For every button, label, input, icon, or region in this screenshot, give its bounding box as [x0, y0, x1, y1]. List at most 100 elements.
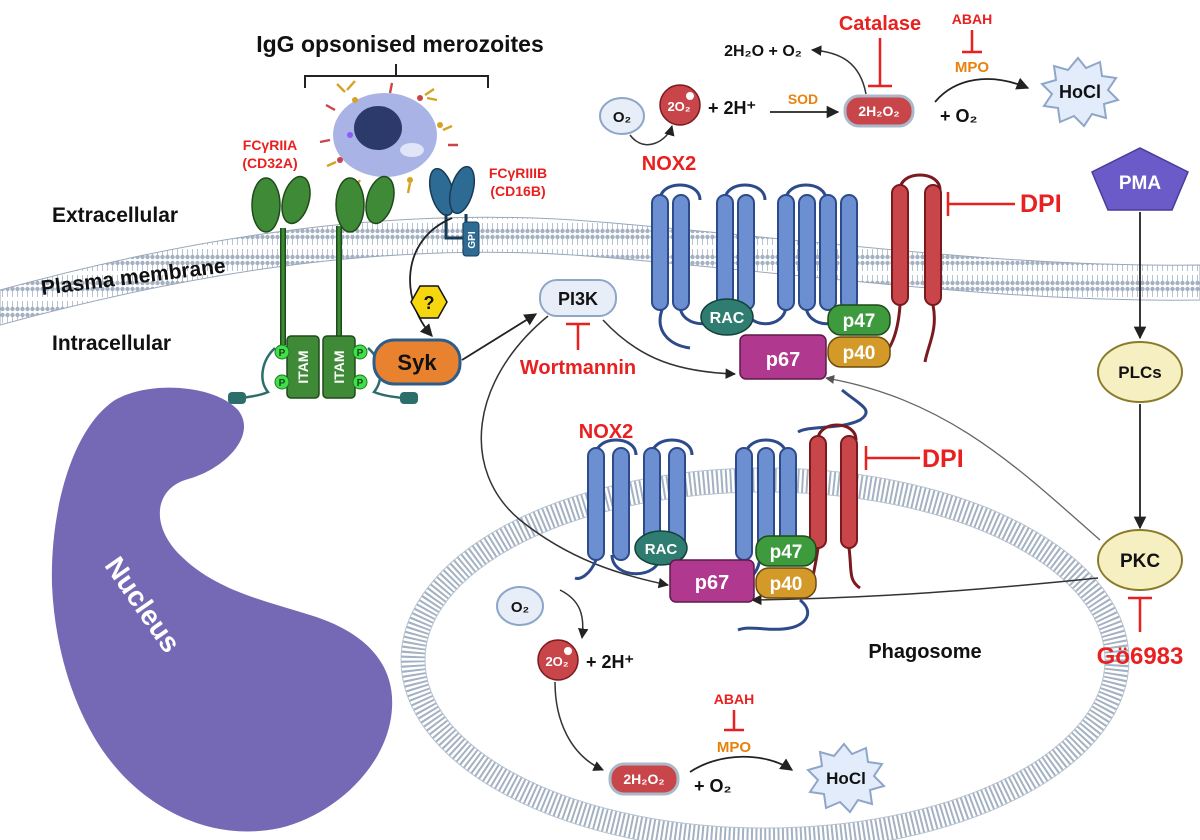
- pi3k-to-p67-top-arrow: [602, 319, 737, 379]
- p47-phago: p47: [755, 535, 817, 567]
- title-bracket: [304, 64, 489, 88]
- abah-top-inhibitor: [962, 30, 982, 54]
- itam-right: ITAM: [322, 335, 356, 399]
- svg-text:PI3K: PI3K: [558, 289, 598, 309]
- svg-text:RAC: RAC: [645, 541, 678, 558]
- h2o2-to-hocl-phago-arrow: [689, 755, 794, 773]
- svg-text:p47: p47: [843, 311, 876, 332]
- pkc-to-p67-top-arrow: [825, 374, 1101, 541]
- fcgr2a-label-1: FCγRIIA: [243, 137, 297, 153]
- pkc-to-p67-phago-arrow: [750, 577, 1099, 606]
- rac-phago: RAC: [634, 530, 688, 566]
- fcgr3b-receptor: GPI: [428, 165, 480, 257]
- p47-top: p47: [827, 304, 891, 336]
- pma-node: [1091, 147, 1189, 211]
- svg-text:2O₂: 2O₂: [545, 654, 568, 669]
- wortmannin-inhibitor: [566, 322, 590, 350]
- fcgr3b-label-2: (CD16B): [490, 183, 545, 199]
- svg-text:PMA: PMA: [1119, 173, 1162, 194]
- dpi-top-inhibitor: [946, 192, 1015, 216]
- fcgr2a-label-2: (CD32A): [242, 155, 297, 171]
- svg-text:p67: p67: [766, 349, 800, 371]
- plasma-membrane: [0, 216, 1200, 326]
- svg-text:O₂: O₂: [511, 599, 529, 616]
- svg-text:p40: p40: [770, 574, 803, 595]
- phagosome-label: Phagosome: [868, 641, 981, 663]
- go6983-inhibitor: [1128, 596, 1152, 632]
- svg-text:P: P: [357, 378, 364, 389]
- fcgr3b-label-1: FCγRIIIB: [489, 165, 547, 181]
- svg-text:HoCl: HoCl: [826, 769, 866, 788]
- svg-text:RAC: RAC: [710, 310, 745, 327]
- p67-phago: p67: [669, 559, 755, 603]
- nox2-phago-label: NOX2: [579, 421, 633, 443]
- title: IgG opsonised merozoites: [256, 31, 544, 57]
- go6983-label: Gö6983: [1097, 643, 1184, 670]
- p40-phago: p40: [755, 567, 817, 599]
- merozoite-icon: [319, 80, 458, 194]
- p40-top: p40: [827, 336, 891, 368]
- sod-label: SOD: [788, 91, 818, 107]
- wortmannin-label: Wortmannin: [520, 357, 636, 379]
- svg-text:P: P: [357, 348, 364, 359]
- plcs-node: [1097, 341, 1183, 403]
- h2o2-phago: 2H₂O₂: [608, 762, 680, 796]
- superoxide-to-h2o2-arrow: [554, 681, 604, 771]
- svg-text:p47: p47: [770, 542, 803, 563]
- svg-text:O₂: O₂: [613, 109, 631, 126]
- itam-left: ITAM: [286, 335, 320, 399]
- svg-text:ITAM: ITAM: [295, 350, 311, 383]
- svg-text:p67: p67: [695, 572, 729, 594]
- abah-phago-inhibitor: [724, 710, 744, 732]
- catalase-label: Catalase: [839, 13, 921, 35]
- o2-top: [599, 97, 645, 135]
- nucleus: [51, 387, 393, 832]
- h2o2-top: 2H₂O₂: [843, 94, 915, 128]
- nox2-to-o2-phago-arrow: [559, 589, 589, 640]
- catalase-inhibitor: [868, 38, 892, 88]
- pi3k-to-p67-phago-arrow: [480, 315, 670, 589]
- svg-text:PKC: PKC: [1120, 551, 1160, 572]
- pi3k-node: [539, 279, 617, 317]
- svg-text:Syk: Syk: [397, 350, 437, 375]
- mpo-top-label: MPO: [955, 59, 990, 76]
- phagosome-membrane: [401, 468, 1129, 840]
- pkc-node: [1097, 529, 1183, 591]
- svg-text:P: P: [279, 348, 286, 359]
- unknown-hexagon: [410, 285, 448, 319]
- abah-top-label: ABAH: [952, 11, 992, 27]
- fcgr2a-receptor-right: [335, 175, 395, 345]
- h2o2-to-water-arrow: [810, 45, 867, 95]
- svg-text:GPI: GPI: [467, 231, 478, 248]
- svg-text:ITAM: ITAM: [331, 350, 347, 383]
- mpo-phago-label: MPO: [717, 739, 752, 756]
- hocl-top: [1040, 56, 1120, 128]
- syk-kinase: Syk: [372, 338, 462, 386]
- o2-to-superoxide-arrow: [629, 124, 675, 146]
- superoxide-phago: 2O₂: [537, 639, 579, 681]
- svg-text:?: ?: [424, 293, 435, 313]
- fcgr2a-receptor-left: [251, 175, 311, 345]
- phospho-sites: P P P P: [274, 344, 368, 390]
- nox2-top-complex: [651, 173, 942, 434]
- nox2-top-label: NOX2: [642, 153, 696, 175]
- o2-phago: [496, 586, 544, 626]
- svg-text:PLCs: PLCs: [1118, 363, 1161, 382]
- svg-text:2O₂: 2O₂: [667, 99, 690, 114]
- svg-text:2H₂O₂: 2H₂O₂: [623, 771, 664, 787]
- hocl-phago: [806, 742, 886, 814]
- water-oxygen-label: 2H₂O + O₂: [724, 43, 802, 60]
- p67-top: p67: [739, 334, 827, 380]
- dpi-top-label: DPI: [1020, 190, 1062, 218]
- plus-2h-phago: + 2H⁺: [586, 652, 634, 672]
- svg-text:2H₂O₂: 2H₂O₂: [858, 103, 899, 119]
- syk-to-pi3k-arrow: [461, 313, 538, 361]
- superoxide-top: 2O₂: [659, 84, 701, 126]
- dpi-phago-inhibitor: [864, 446, 920, 470]
- nox2-phago-complex: [574, 423, 861, 632]
- plus-o2-top: + O₂: [940, 106, 978, 126]
- abah-phago-label: ABAH: [714, 691, 754, 707]
- svg-text:P: P: [279, 378, 286, 389]
